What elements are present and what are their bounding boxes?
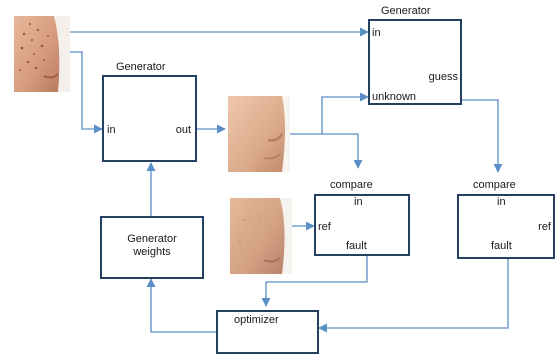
compare-left-box[interactable]: in ref fault (314, 194, 410, 256)
generator-main-in-port: in (107, 124, 116, 136)
compare-right-box[interactable]: in ref fault (457, 194, 555, 259)
compare-right-fault-port: fault (491, 240, 512, 252)
input-face-photo (14, 16, 70, 92)
reference-skin-photo-icon (230, 198, 292, 274)
generator-weights-box[interactable]: Generator weights (100, 216, 204, 279)
compare-right-title: compare (473, 179, 516, 191)
arrow-fault-right-to-optimizer (318, 259, 509, 333)
compare-left-title: compare (330, 179, 373, 191)
arrow-fault-left-to-optimizer (261, 256, 368, 307)
generator-weights-label: Generator weights (127, 233, 177, 258)
compare-left-ref-port: ref (318, 221, 331, 233)
generator-top-guess-port: guess (428, 71, 458, 83)
arrow-guess-to-compare-right (462, 99, 503, 173)
generator-main-out-port: out (175, 124, 191, 136)
arrow-photo-to-compare-in (322, 133, 363, 169)
compare-left-fault-port: fault (346, 240, 367, 252)
arrow-optimizer-to-weights (146, 278, 216, 333)
optimizer-box[interactable]: optimizer (216, 310, 319, 354)
optimizer-label: optimizer (234, 314, 279, 326)
generated-face-photo (228, 96, 290, 172)
clear-skin-photo-icon (228, 96, 290, 172)
generator-top-title: Generator (381, 5, 431, 17)
generator-main-box[interactable]: in out (102, 75, 197, 162)
generator-top-unknown-port: unknown (372, 91, 417, 103)
arrow-input-to-main-generator (70, 51, 103, 134)
arrow-photo-to-unknown (290, 92, 369, 135)
compare-right-ref-port: ref (538, 221, 551, 233)
generator-top-in-port: in (372, 27, 381, 39)
generator-main-title: Generator (116, 61, 166, 73)
compare-left-in-port: in (354, 196, 363, 208)
compare-right-in-port: in (497, 196, 506, 208)
acne-skin-photo-icon (14, 16, 70, 92)
reference-face-photo (230, 198, 292, 274)
generator-top-box[interactable]: in guess unknown (368, 19, 462, 105)
